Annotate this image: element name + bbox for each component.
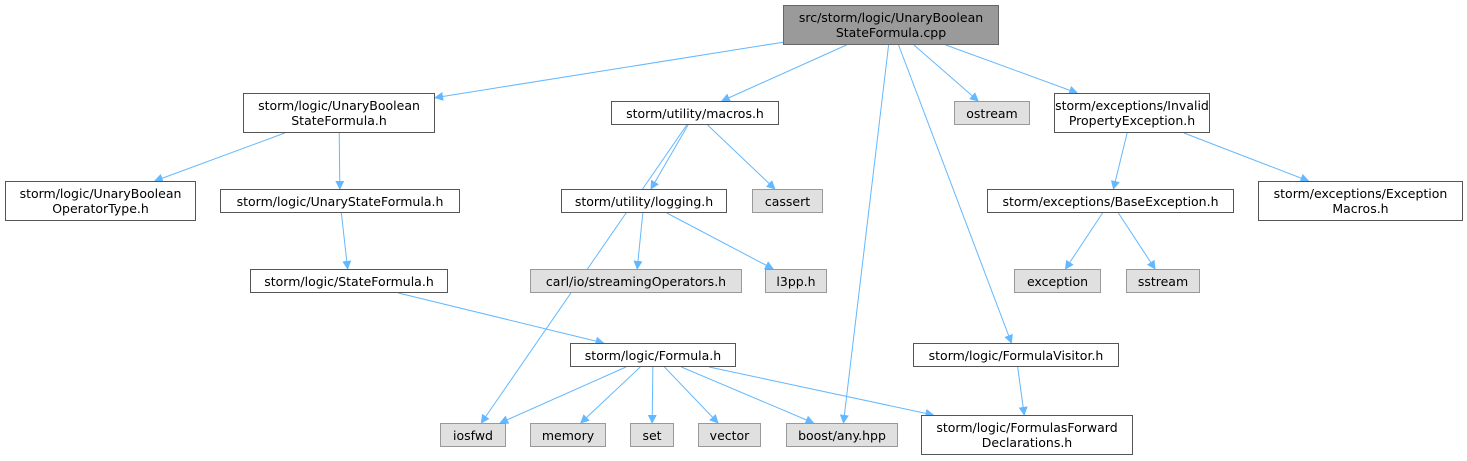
edge-logging_h-to-streaming_ops_h bbox=[633, 212, 644, 270]
node-label: storm/logic/UnaryBoolean StateFormula.h bbox=[258, 98, 420, 128]
node-streaming-operators-h[interactable]: carl/io/streamingOperators.h bbox=[530, 269, 742, 293]
node-label: carl/io/streamingOperators.h bbox=[545, 273, 727, 289]
node-label: storm/logic/StateFormula.h bbox=[264, 273, 434, 289]
node-label: storm/logic/FormulasForward Declarations… bbox=[936, 420, 1118, 450]
node-label: iosfwd bbox=[453, 427, 493, 443]
edge-unary_state_h-to-state_formula_h bbox=[340, 212, 352, 270]
edge-unary_bool_state_h-to-unary_bool_optype_h bbox=[153, 132, 285, 183]
edge-formula_h-to-formulas_fwd_h bbox=[708, 366, 935, 418]
edge-state_formula_h-to-formula_h bbox=[398, 292, 605, 346]
edge-formula_h-to-iosfwd bbox=[499, 366, 627, 424]
node-label: sstream bbox=[1137, 273, 1189, 289]
edge-root-to-ostream bbox=[913, 44, 979, 102]
node-vector[interactable]: vector bbox=[698, 423, 761, 447]
node-label: storm/logic/UnaryStateFormula.h bbox=[236, 193, 444, 209]
edge-macros_h-to-logging_h bbox=[650, 124, 689, 190]
edge-base_exception_h-to-exception bbox=[1064, 212, 1103, 270]
node-iosfwd[interactable]: iosfwd bbox=[440, 423, 506, 447]
node-label: ostream bbox=[966, 105, 1018, 121]
node-label: set bbox=[642, 427, 662, 443]
edge-root-to-macros_h bbox=[720, 44, 847, 102]
node-memory[interactable]: memory bbox=[530, 423, 606, 447]
node-exception-macros-h[interactable]: storm/exceptions/Exception Macros.h bbox=[1258, 181, 1463, 221]
node-unary-boolean-operator-type-h[interactable]: storm/logic/UnaryBoolean OperatorType.h bbox=[5, 181, 196, 221]
edge-formula_h-to-memory bbox=[580, 366, 641, 424]
edge-macros_h-to-cassert bbox=[707, 124, 776, 190]
node-formula-visitor-h[interactable]: storm/logic/FormulaVisitor.h bbox=[913, 343, 1119, 367]
edge-logging_h-to-l3pp_h bbox=[666, 212, 774, 270]
node-label: storm/utility/logging.h bbox=[574, 193, 714, 209]
node-root-cpp[interactable]: src/storm/logic/UnaryBoolean StateFormul… bbox=[783, 5, 999, 45]
node-label: boost/any.hpp bbox=[798, 427, 886, 443]
node-exception[interactable]: exception bbox=[1014, 269, 1101, 293]
node-logging-h[interactable]: storm/utility/logging.h bbox=[561, 189, 727, 213]
node-label: storm/exceptions/BaseException.h bbox=[1002, 193, 1219, 209]
node-label: exception bbox=[1026, 273, 1089, 289]
node-label: vector bbox=[709, 427, 750, 443]
node-formula-h[interactable]: storm/logic/Formula.h bbox=[570, 343, 736, 367]
node-label: src/storm/logic/UnaryBoolean StateFormul… bbox=[798, 10, 984, 40]
node-state-formula-h[interactable]: storm/logic/StateFormula.h bbox=[250, 269, 448, 293]
edge-formula_visitor_h-to-formulas_fwd_h bbox=[1017, 366, 1028, 416]
edge-unary_bool_state_h-to-unary_state_h bbox=[335, 132, 345, 190]
node-label: storm/exceptions/Exception Macros.h bbox=[1273, 186, 1448, 216]
node-unary-state-formula-h[interactable]: storm/logic/UnaryStateFormula.h bbox=[220, 189, 460, 213]
node-label: storm/utility/macros.h bbox=[626, 105, 764, 121]
edge-root-to-boost_any bbox=[839, 44, 890, 424]
node-l3pp-h[interactable]: l3pp.h bbox=[765, 269, 827, 293]
node-set[interactable]: set bbox=[630, 423, 674, 447]
node-sstream[interactable]: sstream bbox=[1126, 269, 1200, 293]
node-label: memory bbox=[541, 427, 595, 443]
node-invalid-property-exception-h[interactable]: storm/exceptions/Invalid PropertyExcepti… bbox=[1054, 93, 1210, 133]
edge-root-to-formula_visitor_h bbox=[898, 44, 1013, 344]
node-base-exception-h[interactable]: storm/exceptions/BaseException.h bbox=[987, 189, 1234, 213]
node-label: l3pp.h bbox=[776, 273, 816, 289]
node-label: cassert bbox=[764, 193, 811, 209]
node-macros-h[interactable]: storm/utility/macros.h bbox=[611, 101, 779, 125]
edge-root-to-invalid_prop_h bbox=[945, 44, 1079, 95]
edge-formula_h-to-boost_any bbox=[681, 366, 815, 424]
node-formulas-forward-declarations-h[interactable]: storm/logic/FormulasForward Declarations… bbox=[921, 415, 1133, 455]
node-label: storm/logic/Formula.h bbox=[584, 347, 722, 363]
edge-root-to-unary_bool_state_h bbox=[434, 41, 784, 101]
node-boost-any-hpp[interactable]: boost/any.hpp bbox=[786, 423, 898, 447]
node-cassert[interactable]: cassert bbox=[752, 189, 823, 213]
node-label: storm/logic/FormulaVisitor.h bbox=[928, 347, 1104, 363]
edge-base_exception_h-to-sstream bbox=[1117, 212, 1156, 270]
node-unary-boolean-state-formula-h[interactable]: storm/logic/UnaryBoolean StateFormula.h bbox=[243, 93, 435, 133]
edge-formula_h-to-vector bbox=[664, 366, 719, 424]
node-ostream[interactable]: ostream bbox=[954, 101, 1030, 125]
node-label: storm/exceptions/Invalid PropertyExcepti… bbox=[1055, 98, 1209, 128]
edge-invalid_prop_h-to-base_exception_h bbox=[1110, 132, 1128, 190]
node-label: storm/logic/UnaryBoolean OperatorType.h bbox=[19, 186, 182, 216]
edge-invalid_prop_h-to-exception_macros_h bbox=[1183, 132, 1310, 183]
edge-formula_h-to-set bbox=[647, 366, 657, 424]
